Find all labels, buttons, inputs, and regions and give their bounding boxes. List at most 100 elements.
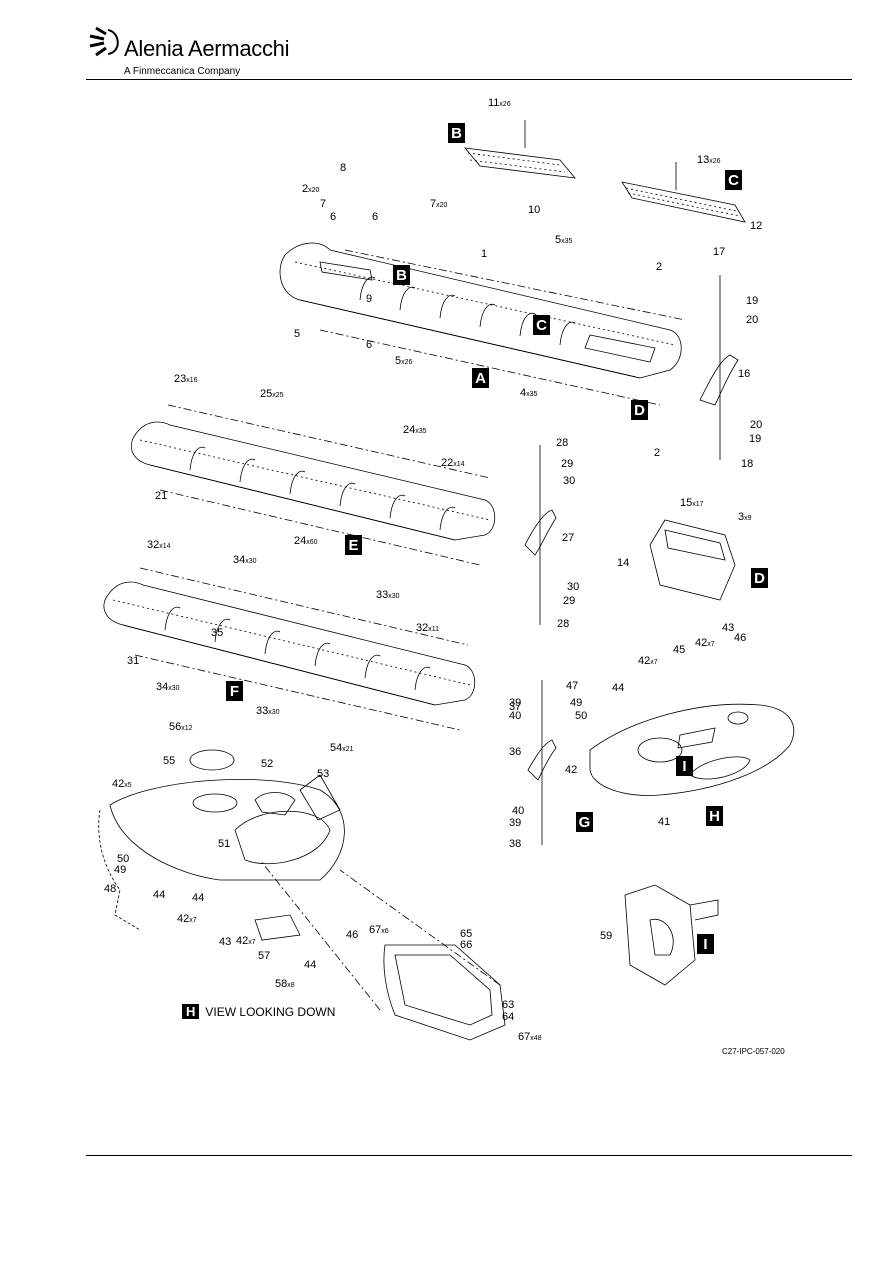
callout-13: 13x26 — [697, 154, 721, 166]
callout-27: 27 — [562, 532, 574, 544]
view-caption-letter: H — [182, 1004, 200, 1019]
view-letter-B: B — [396, 267, 407, 284]
fairing-assembly-g — [589, 703, 795, 796]
leading-edge-assembly-a — [279, 242, 686, 406]
callout-15: 15x17 — [680, 497, 704, 509]
brand-name: Alenia Aermacchi — [124, 36, 290, 61]
callout-33: 33x30 — [256, 705, 280, 717]
callout-9: 9 — [366, 293, 372, 305]
callout-46: 46 — [734, 632, 746, 644]
callout-quantity: x17 — [692, 501, 703, 508]
hinge-fitting-36 — [527, 680, 557, 845]
callout-17: 17 — [713, 246, 725, 258]
hinge-fitting-27 — [524, 445, 557, 625]
callout-39: 39 — [509, 817, 521, 829]
callout-2: 2x20 — [302, 183, 320, 195]
header-rule — [86, 79, 852, 80]
alenia-logo-icon — [89, 26, 119, 57]
callout-1: 1 — [481, 248, 487, 260]
callout-30: 30 — [567, 581, 579, 593]
callout-quantity: x5 — [124, 782, 132, 789]
callout-58: 58x8 — [275, 978, 295, 990]
callout-quantity: x12 — [181, 725, 192, 732]
callout-quantity: x7 — [707, 641, 715, 648]
callout-quantity: x7 — [650, 659, 658, 666]
callout-14: 14 — [617, 557, 629, 569]
callout-21: 21 — [155, 490, 167, 502]
leading-edge-assembly-e — [130, 404, 496, 566]
callout-quantity: x14 — [453, 461, 464, 468]
callout-quantity: x11 — [428, 626, 439, 633]
callout-5: 5 — [294, 328, 300, 340]
view-box-B — [393, 265, 410, 285]
view-caption: H VIEW LOOKING DOWN — [182, 1004, 335, 1019]
callout-quantity: x7 — [248, 939, 256, 946]
callout-2: 2 — [656, 261, 662, 273]
callout-42: 42x7 — [695, 637, 715, 649]
callout-quantity: x20 — [308, 187, 319, 194]
callout-2: 2 — [654, 447, 660, 459]
view-letter-D: D — [754, 570, 765, 587]
callout-46: 46 — [346, 929, 358, 941]
callout-65: 65 — [460, 928, 472, 940]
bracket-59-detail — [624, 884, 719, 986]
callout-quantity: x35 — [526, 391, 537, 398]
view-caption-text: VIEW LOOKING DOWN — [205, 1005, 336, 1019]
callout-quantity: x30 — [245, 558, 256, 565]
callout-7: 7 — [320, 198, 326, 210]
callout-63: 63 — [502, 999, 514, 1011]
view-box-D — [751, 568, 768, 588]
callout-22: 22x14 — [441, 457, 465, 469]
view-letter-G: G — [579, 814, 591, 831]
callout-5: 5x35 — [555, 234, 573, 246]
callout-20: 20 — [746, 314, 758, 326]
callout-44: 44 — [153, 889, 165, 901]
callout-quantity: x48 — [530, 1035, 541, 1042]
view-box-G — [576, 812, 593, 832]
view-letter-F: F — [230, 683, 239, 700]
view-box-I — [676, 756, 693, 776]
callout-32: 32x14 — [147, 539, 171, 551]
callout-37: 37 — [509, 701, 521, 713]
callout-quantity: x30 — [268, 709, 279, 716]
callout-29: 29 — [561, 458, 573, 470]
callout-33: 33x30 — [376, 589, 400, 601]
callout-28: 28 — [556, 437, 568, 449]
callout-18: 18 — [741, 458, 753, 470]
figure-reference: C27-IPC-057-020 — [722, 1047, 785, 1056]
callout-19: 19 — [749, 433, 761, 445]
callout-quantity: x35 — [561, 238, 572, 245]
view-box-B — [448, 123, 465, 143]
callout-6: 6 — [330, 211, 336, 223]
brand-company: A Finmeccanica Company — [124, 66, 241, 77]
callout-67: 67x6 — [369, 924, 389, 936]
callout-67: 67x48 — [518, 1031, 542, 1043]
page-header: Alenia Aermacchi A Finmeccanica Company — [86, 22, 852, 82]
callout-25: 25x25 — [260, 388, 284, 400]
callout-12: 12 — [750, 220, 762, 232]
callout-6: 6 — [372, 211, 378, 223]
view-letter-I: I — [682, 758, 686, 775]
callout-43: 43 — [722, 622, 734, 634]
callout-quantity: x8 — [287, 982, 295, 989]
fitting-14-detail — [649, 519, 736, 601]
callout-45: 45 — [673, 644, 685, 656]
callout-55: 55 — [163, 755, 175, 767]
callout-4: 4x35 — [520, 387, 538, 399]
callout-5: 5x26 — [395, 355, 413, 367]
callout-quantity: x30 — [388, 593, 399, 600]
view-box-F — [226, 681, 243, 701]
panel-12-detail — [621, 162, 746, 223]
callout-quantity: x60 — [306, 539, 317, 546]
callout-quantity: x26 — [499, 101, 510, 108]
callout-quantity: x6 — [381, 928, 389, 935]
callout-44: 44 — [192, 892, 204, 904]
view-box-D — [631, 400, 648, 420]
callout-40: 40 — [509, 710, 521, 722]
callout-quantity: x35 — [415, 428, 426, 435]
callout-54: 54x21 — [330, 742, 354, 754]
callout-34: 34x30 — [156, 681, 180, 693]
